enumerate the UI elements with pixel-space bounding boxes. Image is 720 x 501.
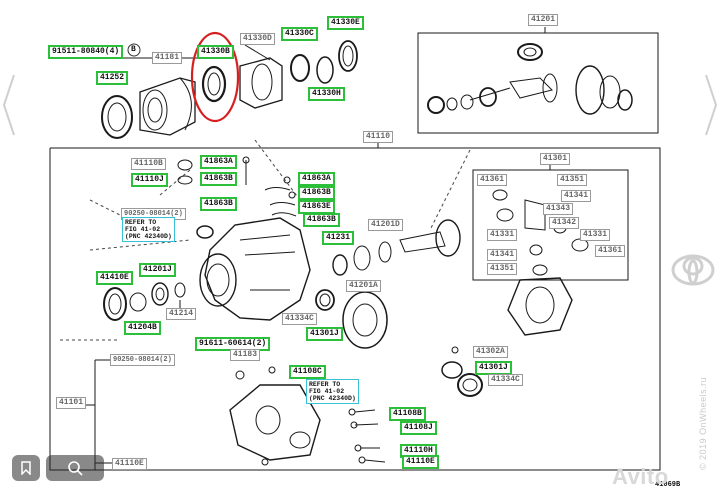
input-shaft-box (417, 32, 659, 134)
callout-41110e-left[interactable]: 41110E (112, 458, 147, 470)
callout-41214[interactable]: 41214 (166, 308, 197, 320)
lens-icon (68, 461, 83, 476)
callout-41863b-2[interactable]: 41863B (298, 186, 335, 200)
reference-b-circle (127, 43, 141, 57)
callout-41863b-1[interactable]: 41863B (200, 172, 237, 186)
highlight-circle (190, 31, 240, 123)
refer-note-bottom[interactable]: REFER TO FIG 41-02 (PNC 42340D) (306, 379, 359, 404)
callout-90250-08014-bottom[interactable]: 90250-08014(2) (110, 354, 175, 366)
reference-b-letter: B (131, 45, 136, 54)
callout-41351-top[interactable]: 41351 (557, 174, 588, 186)
callout-41110b[interactable]: 41110B (131, 158, 166, 170)
callout-41330b[interactable]: 41330B (197, 45, 234, 59)
callout-41361-bottom[interactable]: 41361 (595, 245, 626, 257)
chevron-right-icon[interactable] (704, 70, 718, 140)
callout-41863a-2[interactable]: 41863A (298, 172, 335, 186)
callout-41343[interactable]: 41343 (543, 203, 574, 215)
callout-41201j[interactable]: 41201J (139, 263, 176, 277)
callout-41863b-3[interactable]: 41863B (200, 197, 237, 211)
callout-41108b[interactable]: 41108B (389, 407, 426, 421)
chevron-left-icon[interactable] (2, 70, 16, 140)
callout-41342[interactable]: 41342 (549, 217, 580, 229)
callout-41863b-4[interactable]: 41863B (303, 213, 340, 227)
callout-41110e-right[interactable]: 41110E (402, 455, 439, 469)
callout-41201d[interactable]: 41201D (368, 219, 403, 231)
callout-41252[interactable]: 41252 (96, 71, 129, 85)
callout-41330e[interactable]: 41330E (327, 16, 364, 30)
bookmark-icon (21, 461, 31, 476)
callout-41110j[interactable]: 41110J (131, 173, 168, 187)
callout-41201a[interactable]: 41201A (346, 280, 381, 292)
callout-41101[interactable]: 41101 (56, 397, 87, 409)
callout-41201[interactable]: 41201 (528, 14, 559, 26)
refer-note-top[interactable]: REFER TO FIG 41-02 (PNC 42340D) (122, 217, 175, 242)
callout-41110[interactable]: 41110 (363, 131, 394, 143)
callout-41108j[interactable]: 41108J (400, 421, 437, 435)
callout-41330h[interactable]: 41330H (308, 87, 345, 101)
main-frame (49, 147, 661, 471)
lens-button[interactable] (46, 455, 104, 481)
callout-41302a[interactable]: 41302A (473, 346, 508, 358)
callout-41331-left[interactable]: 41331 (487, 229, 518, 241)
watermark-brand: Avito (612, 464, 669, 489)
callout-41231[interactable]: 41231 (322, 231, 355, 245)
callout-41863a-1[interactable]: 41863A (200, 155, 237, 169)
callout-41331-right[interactable]: 41331 (580, 229, 611, 241)
callout-41183[interactable]: 41183 (230, 349, 261, 361)
callout-41204b[interactable]: 41204B (124, 321, 161, 335)
callout-41334c-right[interactable]: 41334C (488, 374, 523, 386)
callout-41351-bottom[interactable]: 41351 (487, 263, 518, 275)
callout-41410e[interactable]: 41410E (96, 271, 133, 285)
bookmark-button[interactable] (12, 455, 40, 481)
callout-41301j-right[interactable]: 41301J (475, 361, 512, 375)
callout-41301[interactable]: 41301 (540, 153, 571, 165)
callout-41181[interactable]: 41181 (152, 52, 183, 64)
callout-41341-top[interactable]: 41341 (561, 190, 592, 202)
callout-41334c-left[interactable]: 41334C (282, 313, 317, 325)
brand-logo (671, 254, 715, 286)
callout-41301j-left[interactable]: 41301J (306, 327, 343, 341)
callout-91511-80840[interactable]: 91511-80840(4) (48, 45, 124, 59)
callout-41330c[interactable]: 41330C (281, 27, 318, 41)
watermark-side: © 2019 OnWheels.ru (698, 376, 708, 470)
callout-41361-top[interactable]: 41361 (477, 174, 508, 186)
callout-41863e[interactable]: 41863E (298, 200, 335, 214)
callout-41108c[interactable]: 41108C (289, 365, 326, 379)
callout-41330d[interactable]: 41330D (240, 33, 275, 45)
callout-41341-bottom[interactable]: 41341 (487, 249, 518, 261)
figure-code: 41069B (655, 481, 681, 489)
